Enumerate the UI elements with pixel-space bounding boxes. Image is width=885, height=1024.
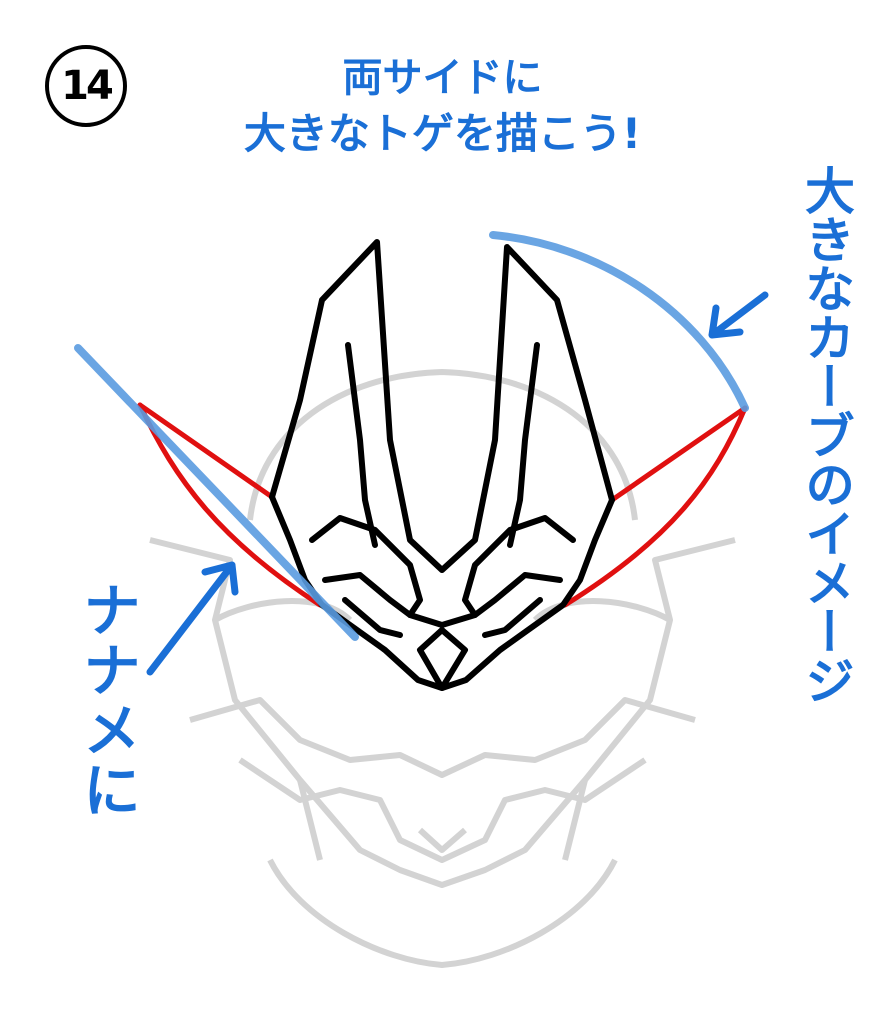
step-number-badge: 14 (45, 45, 127, 127)
arrow-icon (708, 291, 769, 339)
annotation-arrows (146, 291, 769, 676)
diagonal-guide-line (74, 344, 359, 641)
curve-guide-line (489, 231, 749, 412)
arrow-icon (146, 561, 239, 676)
curve-annotation: 大きなカーブのイメージ (797, 165, 855, 704)
diagonal-annotation: ナナメに (73, 580, 141, 820)
blue-guides (74, 231, 749, 641)
title-line-1: 両サイドに (342, 55, 543, 101)
step-number: 14 (61, 63, 114, 109)
helmet-outline (269, 239, 615, 691)
gray-helmet-sketch (149, 369, 736, 968)
title-line-2: 大きなトゲを描こう! (243, 109, 642, 158)
